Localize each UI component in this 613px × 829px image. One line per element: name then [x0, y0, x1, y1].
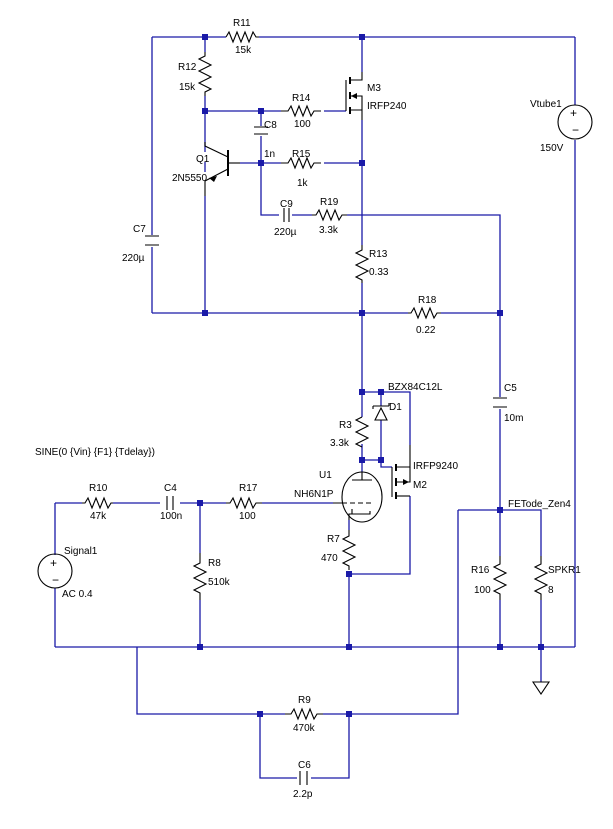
r8-value: 510k — [208, 577, 231, 588]
c5-name: C5 — [504, 383, 517, 394]
r16-value: 100 — [474, 585, 491, 596]
resistor-r13 — [354, 245, 370, 283]
capacitor-c9 — [283, 208, 290, 222]
d1-value: BZX84C12L — [388, 382, 443, 393]
q1-name: Q1 — [196, 154, 210, 165]
c8-name: C8 — [264, 120, 277, 131]
c4-name: C4 — [164, 483, 177, 494]
c5-value: 10m — [504, 413, 523, 424]
svg-text:+: + — [50, 556, 57, 570]
junctions — [197, 34, 544, 717]
r18-value: 0.22 — [416, 325, 436, 336]
m2-value: IRFP9240 — [413, 461, 458, 472]
c8-value: 1n — [264, 149, 275, 160]
c4-value: 100n — [160, 511, 182, 522]
mosfet-m3 — [345, 72, 363, 120]
c6-name: C6 — [298, 760, 311, 771]
net-label-fetode: FETode_Zen4 — [508, 499, 571, 510]
m3-name: M3 — [367, 83, 381, 94]
resistor-r17 — [226, 496, 262, 510]
zener-diode-d1 — [372, 403, 390, 421]
transistor-q1 — [204, 142, 240, 196]
svg-text:+: + — [570, 106, 577, 120]
svg-text:−: − — [572, 123, 579, 137]
r14-value: 100 — [294, 119, 311, 130]
r10-name: R10 — [89, 483, 108, 494]
vacuum-tube-u1 — [333, 471, 383, 523]
r17-value: 100 — [239, 511, 256, 522]
spkr1-value: 8 — [548, 585, 554, 596]
m3-value: IRFP240 — [367, 101, 407, 112]
r9-name: R9 — [298, 695, 311, 706]
r9-value: 470k — [293, 723, 316, 734]
r3-name: R3 — [339, 420, 352, 431]
r13-name: R13 — [369, 249, 388, 260]
voltage-source-vtube1: + − — [557, 104, 593, 140]
resistor-r14 — [281, 104, 321, 118]
r12-value: 15k — [179, 82, 196, 93]
r13-value: 0.33 — [369, 267, 389, 278]
labels: R11 15k R12 15k M3 IRFP240 R14 100 C8 1n… — [35, 18, 581, 800]
capacitor-c7 — [145, 235, 159, 246]
c9-value: 220µ — [274, 227, 297, 238]
r15-value: 1k — [297, 178, 309, 189]
r19-name: R19 — [320, 197, 339, 208]
r8-name: R8 — [208, 558, 221, 569]
m2-name: M2 — [413, 480, 427, 491]
resistor-r11 — [225, 30, 259, 44]
resistor-r8 — [192, 553, 208, 600]
r15-name: R15 — [292, 149, 311, 160]
resistor-r19 — [312, 208, 347, 222]
resistor-r15 — [281, 156, 321, 170]
signal1-name: Signal1 — [64, 546, 98, 557]
r11-name: R11 — [233, 18, 251, 29]
r17-name: R17 — [239, 483, 258, 494]
r3-value: 3.3k — [330, 438, 350, 449]
resistor-r12 — [197, 52, 213, 96]
r7-value: 470 — [321, 553, 338, 564]
r7-name: R7 — [327, 534, 340, 545]
u1-name: U1 — [319, 470, 332, 481]
q1-value: 2N5550 — [172, 173, 207, 184]
r12-name: R12 — [178, 62, 197, 73]
source-directive: SINE(0 {Vin} {F1} {Tdelay}) — [35, 447, 155, 458]
u1-value: NH6N1P — [294, 489, 334, 500]
signal1-value: AC 0.4 — [62, 589, 93, 600]
speaker-spkr1 — [533, 556, 549, 600]
vtube1-name: Vtube1 — [530, 99, 562, 110]
capacitor-c8 — [254, 126, 268, 135]
capacitor-c4 — [166, 496, 174, 510]
r19-value: 3.3k — [319, 225, 339, 236]
c7-value: 220µ — [122, 253, 145, 264]
spkr1-name: SPKR1 — [548, 565, 581, 576]
resistor-r18 — [408, 306, 441, 320]
svg-text:−: − — [52, 573, 59, 587]
resistor-r16 — [492, 556, 508, 600]
capacitor-c6 — [299, 771, 308, 785]
vtube1-value: 150V — [540, 143, 564, 154]
resistor-r7 — [341, 530, 357, 570]
resistor-r10 — [82, 496, 113, 510]
d1-name: D1 — [389, 402, 402, 413]
mosfet-m2 — [391, 445, 411, 499]
r10-value: 47k — [90, 511, 107, 522]
wires — [54, 36, 576, 779]
resistor-r9 — [285, 707, 323, 721]
r18-name: R18 — [418, 295, 437, 306]
voltage-source-signal1: + − — [37, 553, 73, 589]
resistor-r3 — [354, 416, 370, 448]
r16-name: R16 — [471, 565, 490, 576]
c9-name: C9 — [280, 199, 293, 210]
ground-symbol — [531, 681, 551, 695]
r11-value: 15k — [235, 45, 252, 56]
c6-value: 2.2p — [293, 789, 313, 800]
capacitor-c5 — [493, 397, 507, 408]
r14-name: R14 — [292, 93, 311, 104]
c7-name: C7 — [133, 224, 146, 235]
